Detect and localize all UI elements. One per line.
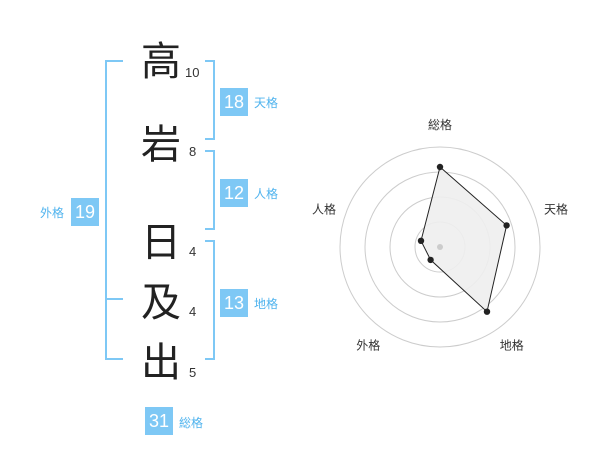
gaikaku-bracket-top (105, 60, 123, 62)
jinkaku-bracket-top (205, 150, 215, 152)
tenkaku-label: 天格 (254, 96, 279, 110)
jinkaku-label: 人格 (254, 187, 279, 201)
name-char-2: 岩 (141, 122, 181, 168)
radar-point-2 (503, 222, 510, 229)
chikaku-bracket-bottom (205, 358, 215, 360)
tenkaku-bracket-top (205, 60, 215, 62)
name-char-3: 日 (141, 220, 181, 266)
gaikaku-label: 外格 (40, 206, 65, 220)
chikaku-bracket (213, 240, 215, 360)
stroke-count-5: 5 (189, 365, 197, 380)
tenkaku-bracket-bottom (205, 138, 215, 140)
radar-axis-label-1: 総格 (428, 117, 452, 132)
name-char-1: 高 (141, 39, 181, 85)
radar-point-4 (427, 256, 434, 264)
stroke-count-1: 10 (185, 65, 200, 80)
radar-axis-label-4: 外格 (356, 338, 380, 353)
name-char-5: 出 (141, 340, 181, 386)
gaikaku-bracket-middle (105, 298, 123, 300)
stroke-count-4: 4 (189, 304, 197, 319)
tenkaku-badge: 18 (220, 88, 248, 116)
name-char-4: 及 (141, 280, 181, 326)
radar-point-1 (436, 163, 444, 171)
gaikaku-bracket-bottom (105, 358, 123, 360)
radar-center-dot (437, 244, 443, 250)
radar-point-3 (483, 308, 491, 315)
gaikaku-badge: 19 (71, 198, 99, 226)
radar-ring (339, 146, 541, 348)
radar-axis-label-2: 天格 (544, 201, 568, 216)
tenkaku-bracket (213, 60, 215, 140)
radar-axis-label-3: 地格 (500, 338, 524, 353)
soukaku-label: 総格 (179, 416, 204, 430)
soukaku-badge: 31 (145, 407, 173, 435)
radar-point-5 (417, 237, 425, 244)
jinkaku-bracket (213, 150, 215, 230)
chikaku-label: 地格 (254, 297, 279, 311)
radar-data-polygon (420, 166, 508, 313)
stroke-count-3: 4 (189, 244, 197, 259)
stroke-count-2: 8 (189, 144, 197, 159)
chikaku-badge: 13 (220, 289, 248, 317)
radar-axis-label-5: 人格 (312, 201, 336, 216)
chikaku-bracket-top (205, 240, 215, 242)
gaikaku-bracket-vertical (105, 60, 107, 360)
jinkaku-bracket-bottom (205, 228, 215, 230)
jinkaku-badge: 12 (220, 179, 248, 207)
